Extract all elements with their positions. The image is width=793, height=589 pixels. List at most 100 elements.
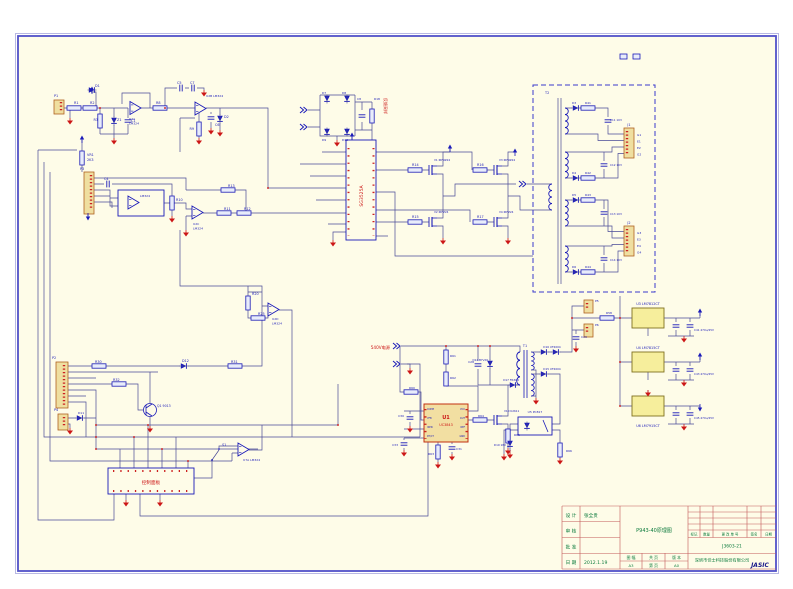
schematic-label: R17 [477,215,484,219]
schematic-label: S1 [222,443,226,447]
schematic-label: C29 [581,335,587,339]
schematic-label: U7A LM324 [243,458,260,462]
schematic-label: P2 [52,356,56,360]
schematic-label: V4 IRFZ24 [499,210,514,214]
tb-rev-sign: 签名 [751,532,758,537]
control-board [107,467,195,495]
tb-design-label: 设 计 [566,512,577,519]
tb-version-header: 版 本 [672,555,681,560]
schematic-label: G4 [637,251,641,255]
schematic-label: C30 [398,414,404,418]
schematic-label: R2 [90,101,95,105]
schematic-label: R16 [477,163,484,167]
schematic-label: LM324 [272,322,282,326]
schematic-label: U2D [272,317,279,321]
schematic-label: Q1 9013 [157,404,171,408]
schematic-label: G2 [637,153,641,157]
connector-p1 [53,99,65,115]
schematic-label: C45 470u/25V [694,416,714,420]
schematic-label: C31 [456,447,462,451]
tb-size-header: 图 幅 [627,555,636,560]
schematic-label: C4 [104,177,109,181]
schematic-label: R31 [231,360,238,364]
schematic-label: D6 [572,265,576,269]
components-layer [53,53,694,495]
schematic-label: R60 [409,386,415,390]
schematic-label: J1 [626,123,630,127]
opamp-box [117,189,165,217]
schematic-label: D15 UF4004 [543,367,561,371]
schematic-label: R44 [585,265,591,269]
schematic-label: R14 [412,163,419,167]
tb-date-label: 日 期 [566,560,577,566]
schematic-label: R18 [374,97,380,101]
connector-p5 [583,299,594,314]
aux-transformer-t1 [516,350,535,398]
schematic-label: LM324 [129,122,139,126]
tb-rev-date: 日期 [765,532,772,537]
tb-company-name: 深圳市佳士科技股份有限公司 [695,557,749,564]
schematic-label: C7 [190,81,195,85]
schematic-label: G3 [637,231,641,235]
schematic-label: 540V电源 [371,344,391,351]
schematic-label: J2 [626,221,630,225]
schematic-label: C5 [177,81,182,85]
tb-pages-header: 共 页 [649,555,658,560]
schematic-label: R30 [95,360,102,364]
schematic-label: R20 [252,292,259,296]
schematic-label: E3 [637,238,641,242]
schematic-label: R3 [93,118,98,122]
schematic-label: E1 [637,140,641,144]
schematic-label: R43 [585,193,591,197]
schematic-label: R15 [412,215,419,219]
schematic-label: D7 [322,91,326,95]
schematic-label: R65 [514,433,520,437]
schematic-label: D4 [572,171,576,175]
schematic-label: E2 [637,146,641,150]
schematic-label: R11 [224,207,231,211]
schematic-label: UC3843 [439,423,452,427]
schematic-label: GND [460,435,466,438]
transistor-q1 [143,403,157,417]
regulator-u6 [631,395,665,417]
schematic-label: U2C [193,222,199,226]
schematic-label: R61 [450,354,456,358]
schematic-label: R64 [478,414,484,418]
schematic-label: C1 [131,119,136,123]
schematic-label: LM324 [193,227,203,231]
schematic-label: P3 [80,167,84,171]
outer-frame [15,33,779,574]
title-block: 设 计 张全贵 审 核 批 准 日 期 2012.1.19 P943-40原理图… [561,505,776,570]
schematic-label: D5 [572,193,576,197]
schematic-label: D2 [224,115,229,119]
schematic-label: D3 [572,101,576,105]
connector-p2 [55,361,69,409]
schematic-label: REF [460,426,465,429]
schematic-label: D12 [182,359,189,363]
tb-date-value: 2012.1.19 [584,560,607,566]
schematic-label: 反馈采样 [383,98,389,114]
schematic-label: T1 [522,344,527,348]
optocoupler-u5 [517,416,553,436]
schematic-label: R42 [585,171,591,175]
connector-j2 [623,225,635,257]
tb-rev-order: 更 改 单 号 [722,532,739,537]
schematic-label: D14 BYV26 [472,358,488,362]
schematic-label: VFB [427,417,432,420]
regulator-u3 [631,307,665,329]
tb-approve-label: 批 准 [566,544,577,551]
schematic-label: C14 103 [610,258,622,262]
schematic-label: SG3525A [359,184,365,206]
schematic-label: V2 IRFZ24 [434,210,449,214]
schematic-label: D17 FR304 [503,378,519,382]
schematic-label: R1 [74,101,79,105]
tb-drawing-title: P943-40原理图 [636,528,672,534]
schematic-label: R58 [606,311,612,315]
tb-rev-qty: 数量 [703,532,710,537]
schematic-label: U2A [129,117,136,121]
schematic-label: G1 [637,133,641,137]
schematic-label: D9 [322,138,326,142]
schematic-label: E4 [637,244,641,248]
